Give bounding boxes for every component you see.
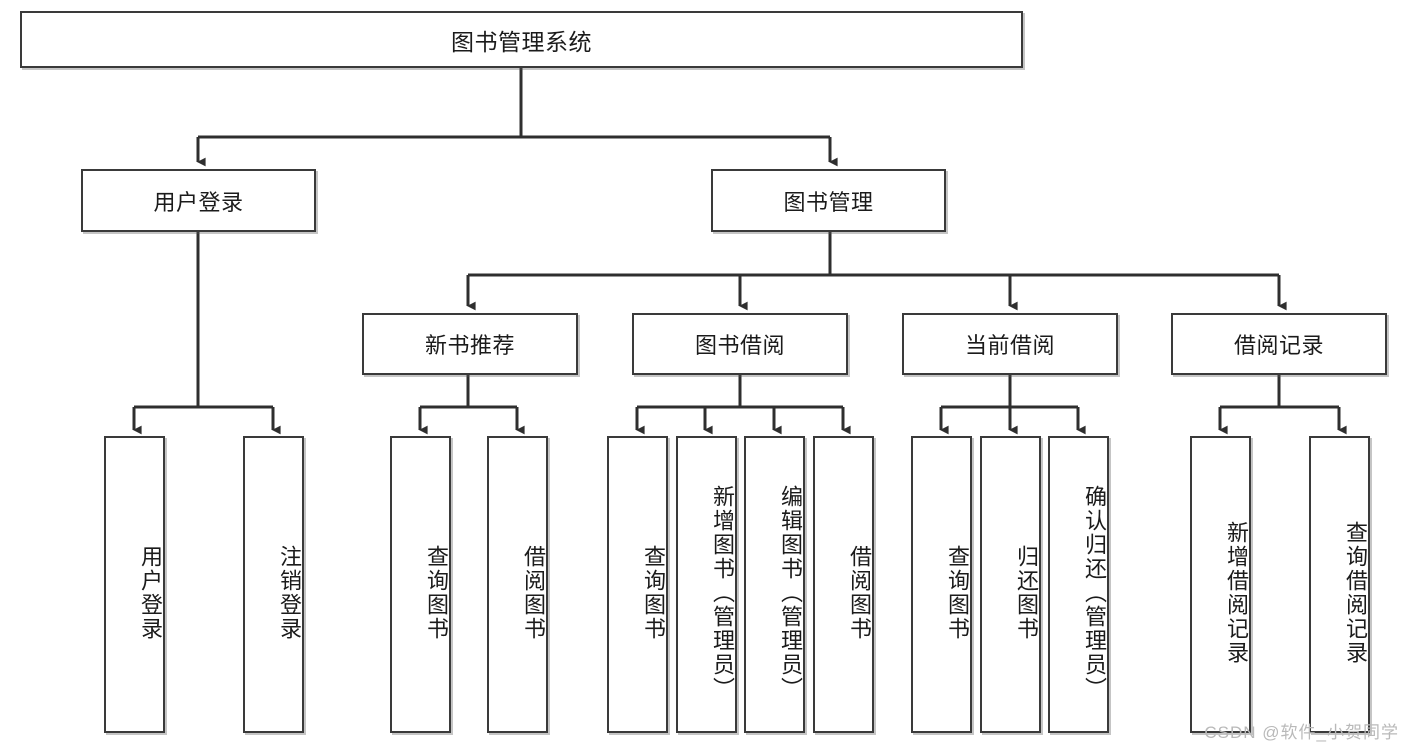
- node-leaf-query-book-2-label: 查询图书: [641, 544, 666, 641]
- node-leaf-query-book-1-label: 查询图书: [424, 544, 449, 641]
- node-user-login[interactable]: 用户登录: [81, 169, 316, 232]
- node-leaf-user-login[interactable]: 用户登录: [104, 436, 165, 733]
- node-leaf-query-book-1[interactable]: 查询图书: [390, 436, 451, 733]
- node-new-book-rec-label: 新书推荐: [424, 333, 515, 358]
- node-leaf-confirm-return-label: 确认归还（管理员）: [1082, 484, 1107, 701]
- node-leaf-user-logout-label: 注销登录: [277, 544, 302, 641]
- node-leaf-borrow-book-1[interactable]: 借阅图书: [487, 436, 548, 733]
- node-leaf-query-book-2[interactable]: 查询图书: [607, 436, 668, 733]
- node-book-manage-label: 图书管理: [783, 189, 874, 215]
- node-leaf-confirm-return[interactable]: 确认归还（管理员）: [1048, 436, 1109, 733]
- node-leaf-add-record[interactable]: 新增借阅记录: [1190, 436, 1251, 733]
- node-book-borrow[interactable]: 图书借阅: [632, 313, 848, 375]
- node-leaf-borrow-book-2-label: 借阅图书: [847, 544, 872, 641]
- node-root-label: 图书管理系统: [451, 28, 592, 55]
- node-leaf-query-book-3[interactable]: 查询图书: [911, 436, 972, 733]
- node-leaf-query-book-3-label: 查询图书: [945, 544, 970, 641]
- node-leaf-borrow-book-2[interactable]: 借阅图书: [813, 436, 874, 733]
- node-new-book-rec[interactable]: 新书推荐: [362, 313, 578, 375]
- node-book-borrow-label: 图书借阅: [694, 333, 785, 358]
- node-leaf-query-record[interactable]: 查询借阅记录: [1309, 436, 1370, 733]
- csdn-watermark: CSDN @软件_小贺同学: [1204, 723, 1399, 742]
- node-leaf-user-login-label: 用户登录: [138, 544, 163, 641]
- node-borrow-record-label: 借阅记录: [1233, 333, 1324, 358]
- node-leaf-user-logout[interactable]: 注销登录: [243, 436, 304, 733]
- node-leaf-add-book-label: 新增图书（管理员）: [710, 484, 735, 701]
- node-leaf-borrow-book-1-label: 借阅图书: [521, 544, 546, 641]
- node-leaf-edit-book[interactable]: 编辑图书（管理员）: [744, 436, 805, 733]
- node-leaf-edit-book-label: 编辑图书（管理员）: [778, 484, 803, 701]
- node-leaf-query-record-label: 查询借阅记录: [1343, 520, 1368, 665]
- node-borrow-record[interactable]: 借阅记录: [1171, 313, 1387, 375]
- node-leaf-add-book[interactable]: 新增图书（管理员）: [676, 436, 737, 733]
- node-book-manage[interactable]: 图书管理: [711, 169, 946, 232]
- node-leaf-return-book[interactable]: 归还图书: [980, 436, 1041, 733]
- node-leaf-add-record-label: 新增借阅记录: [1224, 520, 1249, 665]
- node-root[interactable]: 图书管理系统: [20, 11, 1023, 68]
- node-leaf-return-book-label: 归还图书: [1014, 544, 1039, 641]
- node-current-borrow[interactable]: 当前借阅: [902, 313, 1118, 375]
- node-user-login-label: 用户登录: [153, 189, 244, 215]
- node-current-borrow-label: 当前借阅: [964, 333, 1055, 358]
